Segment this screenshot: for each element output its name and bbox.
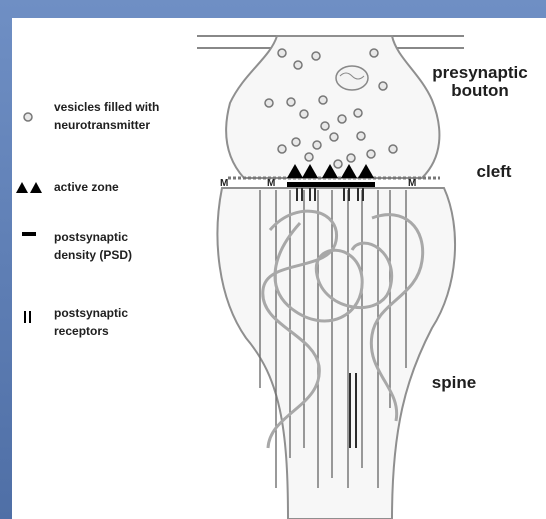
presynaptic-bouton-label: presynaptic bouton [416,64,544,100]
cleft-label: cleft [454,163,534,181]
legend-vesicle-icon [24,113,32,121]
legend-vesicles-text: vesicles filled with neurotransmitter [54,98,204,134]
spine-label: spine [414,374,494,392]
legend-active-zone-triangle-2 [30,182,42,193]
legend-psd-icon [22,232,36,236]
m-marker-right: M [408,178,416,189]
legend-active-zone-triangle-1 [16,182,28,193]
legend-receptors-text: postsynaptic receptors [54,304,174,340]
legend-active-zone-text: active zone [54,178,174,196]
legend-receptor-icon [25,311,30,323]
m-marker-center: M [267,178,275,189]
legend-psd-text: postsynaptic density (PSD) [54,228,174,264]
mitochondrion-shape [336,66,368,90]
presynaptic-bouton-shape [226,36,439,178]
m-marker-left: M [220,178,228,189]
diagram-panel: M M M vesicles filled with neurotransmit… [12,18,546,519]
